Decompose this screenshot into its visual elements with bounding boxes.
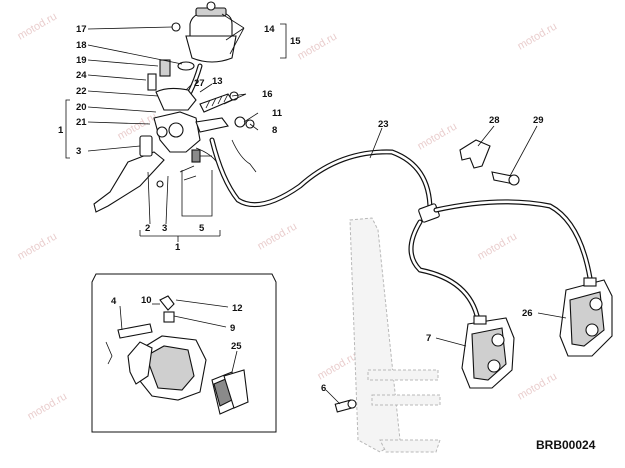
watermark: motod.ru [26, 390, 70, 422]
callout-27: 27 [194, 78, 205, 89]
callout-12: 12 [232, 303, 243, 314]
callout-15: 15 [290, 36, 301, 47]
callout-1-left: 1 [58, 125, 64, 136]
watermark: motod.ru [116, 110, 160, 142]
banjo-fitting [195, 117, 229, 133]
bolt-head-29 [508, 174, 520, 186]
nut-3 [156, 180, 164, 188]
watermark: motod.ru [416, 120, 460, 152]
callout-3-bottom: 3 [162, 223, 167, 234]
callout-7: 7 [426, 333, 431, 344]
pivot-bolt [156, 126, 168, 138]
watermark: motod.ru [516, 20, 560, 52]
callout-1-bottom: 1 [175, 242, 181, 253]
brake-pad-25b [223, 369, 249, 409]
bleed-screw-10 [159, 295, 175, 311]
callout-3-left: 3 [76, 146, 81, 157]
hose-clip-assembly [459, 139, 520, 186]
bolt-19 [159, 59, 171, 77]
watermark: motod.ru [516, 370, 560, 402]
callout-29: 29 [533, 115, 544, 126]
callout-8: 8 [272, 125, 277, 136]
callout-labels: 17 18 19 24 22 20 21 3 1 14 15 27 16 13 … [58, 24, 544, 394]
brake-lever [93, 151, 165, 213]
callout-2: 2 [145, 223, 150, 234]
spring-16 [199, 93, 233, 113]
callout-18: 18 [76, 40, 87, 51]
callout-13: 13 [212, 76, 223, 87]
caliper-half [127, 341, 153, 385]
cylinder-bore [168, 122, 184, 138]
callout-20: 20 [76, 102, 87, 113]
pin-4 [117, 323, 153, 339]
lever-pin-3 [139, 135, 153, 157]
brake-hose-23 [209, 137, 433, 213]
callout-28: 28 [489, 115, 500, 126]
callout-23: 23 [378, 119, 389, 130]
watermark: motod.ru [256, 220, 300, 252]
watermark: motod.ru [296, 30, 340, 62]
caliper-detail-inset [91, 273, 277, 433]
hose-splitter [408, 199, 593, 323]
hose-clip-28 [459, 139, 491, 169]
callout-5: 5 [199, 223, 205, 234]
callout-17: 17 [76, 24, 87, 35]
watermark: motod.ru [16, 230, 60, 262]
screw-17 [171, 22, 181, 32]
callout-19: 19 [76, 55, 87, 66]
clamp-18 [177, 61, 195, 71]
callout-14: 14 [264, 24, 275, 35]
callout-24: 24 [76, 70, 87, 81]
reservoir-body [185, 35, 237, 63]
callout-21: 21 [76, 117, 87, 128]
caliper-fitting [583, 277, 597, 287]
switch-5 [191, 149, 201, 163]
bolt-24 [147, 73, 157, 91]
callout-9: 9 [230, 323, 235, 334]
callout-6: 6 [321, 383, 326, 394]
splitter-block [418, 203, 440, 223]
caliper-left-7 [461, 315, 515, 389]
washer-11 [234, 116, 246, 128]
callout-26: 26 [522, 308, 533, 319]
clamp-22 [155, 87, 197, 111]
callout-4: 4 [111, 296, 117, 307]
callout-16: 16 [262, 89, 273, 100]
callout-10: 10 [141, 295, 152, 306]
diagram-code: BRB00024 [536, 438, 596, 452]
reservoir-plug [206, 1, 216, 11]
callout-22: 22 [76, 86, 87, 97]
caliper-right-26 [559, 277, 613, 357]
callout-25: 25 [231, 341, 242, 352]
master-cylinder-assembly [93, 1, 257, 213]
fork-leg-outline [349, 217, 441, 453]
callout-11: 11 [272, 108, 283, 119]
watermark: motod.ru [476, 230, 520, 262]
caliper-fitting [473, 315, 487, 325]
bolt-6 [334, 399, 357, 413]
watermark: motod.ru [16, 10, 60, 42]
watermark: motod.ru [316, 350, 360, 382]
seal-9 [163, 311, 175, 323]
leader-lines [65, 13, 567, 405]
